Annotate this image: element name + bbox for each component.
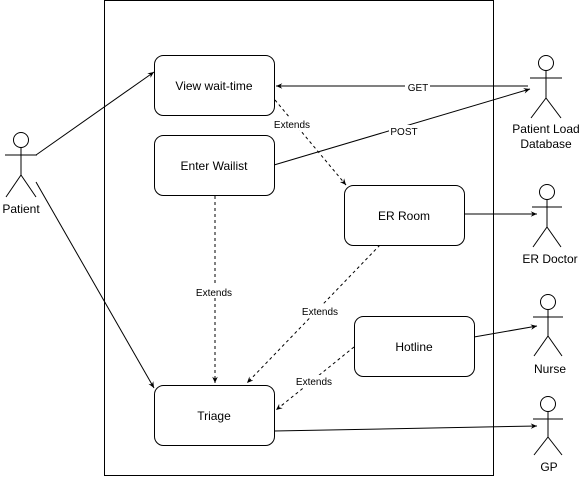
edge-label-extends-view-er: Extends — [274, 120, 310, 131]
stick-figure-icon — [530, 55, 562, 119]
edge-extends-view-er — [274, 99, 347, 186]
edge-label-extends-er-triage: Extends — [302, 307, 338, 318]
use-case-view-wait-time: View wait-time — [154, 55, 275, 116]
svg-text:GP: GP — [540, 460, 557, 474]
svg-text:Patient: Patient — [2, 202, 40, 216]
edge-hotline-nurse — [473, 324, 538, 338]
use-case-triage: Triage — [154, 385, 275, 446]
actor-nurse: Nurse — [533, 294, 566, 376]
svg-text:Enter Wailist: Enter Wailist — [181, 159, 249, 173]
svg-text:Nurse: Nurse — [534, 362, 566, 376]
edge-label-post: POST — [390, 127, 417, 138]
edge-label-extends-wailist-triage: Extends — [196, 288, 232, 299]
actor-patient: Patient — [2, 132, 40, 216]
edge-label-get: GET — [408, 83, 429, 94]
use-case-er-room: ER Room — [344, 185, 465, 246]
svg-text:ER Doctor: ER Doctor — [522, 252, 577, 266]
svg-text:Patient Load: Patient Load — [512, 122, 579, 136]
edge-patient-view-wait-time — [35, 71, 155, 156]
edge-extends-er-triage — [246, 244, 381, 384]
actor-gp: GP — [533, 396, 563, 474]
svg-text:View wait-time: View wait-time — [175, 79, 252, 93]
edge-label-extends-hotline-triage: Extends — [296, 377, 332, 388]
stick-figure-icon — [532, 184, 562, 248]
use-case-enter-wailist: Enter Wailist — [154, 135, 275, 196]
actor-patient-load-database: Patient Load Database — [512, 55, 580, 151]
actor-er-doctor: ER Doctor — [522, 184, 578, 266]
edge-triage-gp — [273, 423, 538, 432]
system-boundary — [104, 0, 494, 476]
stick-figure-icon — [533, 396, 563, 456]
svg-text:Hotline: Hotline — [395, 340, 433, 354]
svg-text:Database: Database — [520, 137, 572, 151]
svg-text:ER Room: ER Room — [378, 209, 430, 223]
edge-patient-triage — [35, 181, 155, 389]
stick-figure-icon — [533, 294, 563, 357]
stick-figure-icon — [5, 132, 37, 198]
use-case-hotline: Hotline — [354, 316, 475, 377]
svg-text:Triage: Triage — [197, 409, 231, 423]
